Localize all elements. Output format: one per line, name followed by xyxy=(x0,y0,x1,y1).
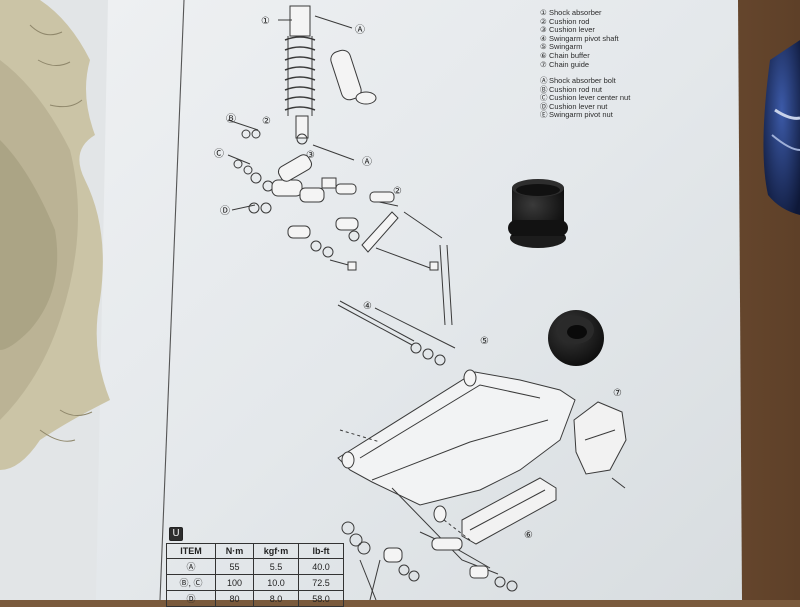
table-cell: 8.0 xyxy=(253,590,299,607)
table-row: Ⓑ, Ⓒ 100 10.0 72.5 xyxy=(166,574,344,591)
table-cell: 10.0 xyxy=(253,574,299,591)
exploded-diagram xyxy=(227,5,627,600)
table-header: kgf·m xyxy=(253,543,299,559)
table-cell: 58.0 xyxy=(298,590,344,607)
callout-swingarm: ⑤ xyxy=(480,336,489,347)
manual-page xyxy=(96,0,742,600)
table-header: N·m xyxy=(215,543,254,559)
table-cell: 5.5 xyxy=(253,558,299,575)
callout-chain-guide: ⑦ xyxy=(613,388,622,399)
cloth-rag xyxy=(0,0,110,470)
tool-icon: U xyxy=(169,527,183,541)
rubber-bushing-lower xyxy=(548,310,604,366)
table-row: Ⓐ 55 5.5 40.0 xyxy=(166,558,344,575)
table-cell: Ⓓ xyxy=(166,590,216,607)
callout-pivot-shaft: ④ xyxy=(363,301,372,312)
table-header: ITEM xyxy=(166,543,216,559)
page-frame-line xyxy=(159,0,185,600)
table-cell: Ⓐ xyxy=(166,558,216,575)
callout-cushion-rod-upper: ② xyxy=(262,116,271,127)
callout-b: Ⓑ xyxy=(226,113,236,125)
torque-table: ITEM N·m kgf·m lb-ft Ⓐ 55 5.5 40.0 Ⓑ, Ⓒ … xyxy=(166,543,344,607)
callout-chain-buffer: ⑥ xyxy=(524,530,533,541)
table-cell: 55 xyxy=(215,558,254,575)
swingarm-drawing xyxy=(337,369,576,575)
table-header-row: ITEM N·m kgf·m lb-ft xyxy=(166,543,344,559)
table-cell: 80 xyxy=(215,590,254,607)
pivot-shaft-drawing xyxy=(337,300,446,366)
callout-d: Ⓓ xyxy=(220,205,230,217)
callout-a-top: Ⓐ xyxy=(355,24,365,36)
callout-cushion-lever: ③ xyxy=(306,150,315,161)
table-cell: Ⓑ, Ⓒ xyxy=(166,574,216,591)
shock-absorber-drawing xyxy=(284,5,377,145)
rubber-bushing-upper xyxy=(508,179,568,248)
lower-hardware-drawing xyxy=(341,521,518,600)
table-row: Ⓓ 80 8.0 58.0 xyxy=(166,590,344,607)
table-cell: 40.0 xyxy=(298,558,344,575)
table-header: lb-ft xyxy=(298,543,344,559)
callout-a-mid: Ⓐ xyxy=(362,156,372,168)
callout-cushion-rod-lower: ② xyxy=(393,186,402,197)
callout-c: Ⓒ xyxy=(214,148,224,160)
chain-buffer-drawing xyxy=(461,477,557,545)
oil-can xyxy=(763,40,800,215)
callout-shock-absorber: ① xyxy=(261,16,270,27)
table-cell: 100 xyxy=(215,574,254,591)
cushion-linkage-drawing xyxy=(233,129,443,271)
table-cell: 72.5 xyxy=(298,574,344,591)
chain-guide-drawing xyxy=(573,401,627,489)
